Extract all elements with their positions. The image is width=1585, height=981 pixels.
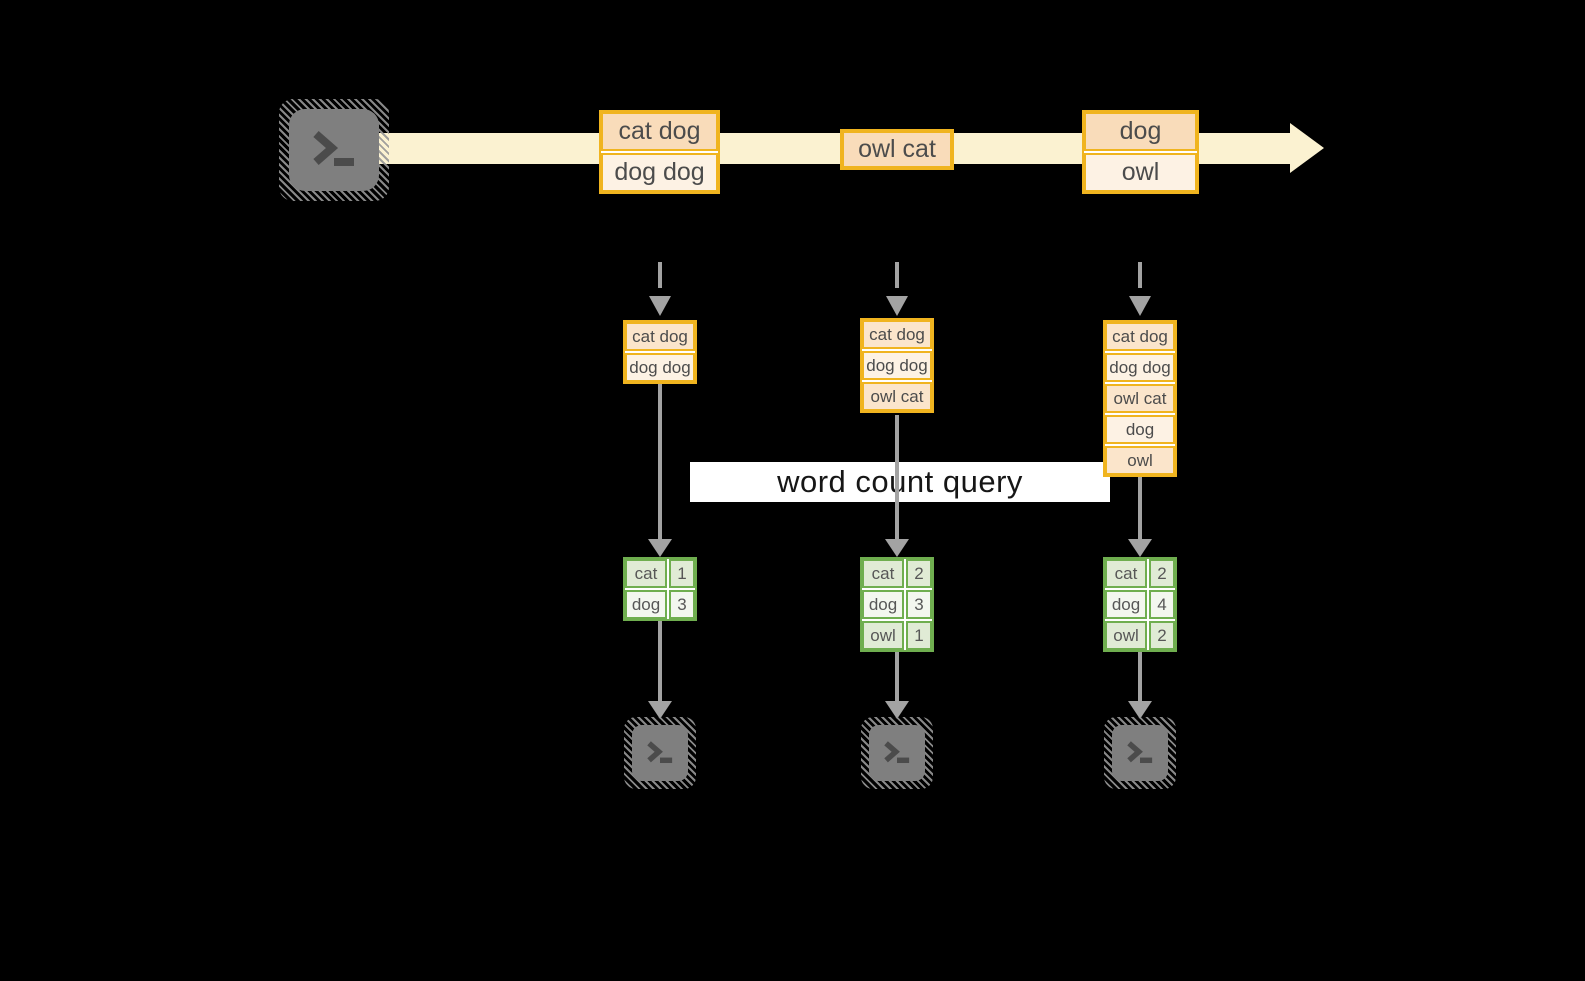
dashed-arrow-line <box>658 262 662 288</box>
count-cell: 1 <box>669 559 695 588</box>
table-row: dog 3 <box>862 590 932 619</box>
event-line: owl <box>1084 153 1197 192</box>
event-line: dog <box>1084 112 1197 151</box>
table-row: cat 2 <box>862 559 932 588</box>
count-cell: 2 <box>1149 621 1175 650</box>
arrow-head-icon <box>885 701 909 719</box>
terminal-prompt-icon <box>289 109 379 191</box>
terminal-prompt-glyph <box>647 741 673 764</box>
dashed-arrow-head-icon <box>1129 296 1151 316</box>
buffered-line: dog dog <box>862 351 932 380</box>
event-line: owl cat <box>842 131 952 168</box>
buffered-line: owl cat <box>862 382 932 411</box>
count-cell: 3 <box>906 590 932 619</box>
buffer-stack-2: cat dog dog dog owl cat <box>860 318 934 413</box>
buffered-line: owl <box>1105 446 1175 475</box>
count-cell: 1 <box>906 621 932 650</box>
stream-event-box-3: dog owl <box>1082 110 1199 194</box>
table-row: owl 1 <box>862 621 932 650</box>
buffered-line: dog dog <box>1105 353 1175 382</box>
count-cell: 4 <box>1149 590 1175 619</box>
query-banner-label: word count query <box>777 464 1023 499</box>
dashed-arrow-head-icon <box>886 296 908 316</box>
count-cell: 3 <box>669 590 695 619</box>
word-cell: cat <box>862 559 904 588</box>
buffered-line: owl cat <box>1105 384 1175 413</box>
word-cell: cat <box>625 559 667 588</box>
arrow-head-icon <box>648 701 672 719</box>
stream-timeline-arrowhead-icon <box>1290 123 1324 173</box>
sink-terminal-icon-1 <box>624 717 696 789</box>
stream-event-box-2: owl cat <box>840 129 954 170</box>
connector-line <box>658 384 662 539</box>
sink-terminal-icon-3 <box>1104 717 1176 789</box>
connector-line <box>1138 477 1142 539</box>
buffered-line: cat dog <box>862 320 932 349</box>
sink-terminal-icon-2 <box>861 717 933 789</box>
word-count-table-1: cat 1 dog 3 <box>623 557 697 621</box>
arrow-head-icon <box>885 539 909 557</box>
dashed-arrow-line <box>895 262 899 288</box>
dashed-arrow-line <box>1138 262 1142 288</box>
word-cell: dog <box>862 590 904 619</box>
connector-line <box>895 415 899 539</box>
word-count-table-2: cat 2 dog 3 owl 1 <box>860 557 934 652</box>
buffer-stack-1: cat dog dog dog <box>623 320 697 384</box>
stream-event-box-1: cat dog dog dog <box>599 110 720 194</box>
word-cell: dog <box>625 590 667 619</box>
terminal-prompt-icon <box>869 725 925 781</box>
table-row: dog 4 <box>1105 590 1175 619</box>
count-cell: 2 <box>1149 559 1175 588</box>
arrow-head-icon <box>648 539 672 557</box>
buffered-line: dog <box>1105 415 1175 444</box>
terminal-prompt-glyph <box>884 741 910 764</box>
arrow-head-icon <box>1128 539 1152 557</box>
event-line: cat dog <box>601 112 718 151</box>
table-row: cat 1 <box>625 559 695 588</box>
connector-line <box>658 621 662 701</box>
buffered-line: cat dog <box>1105 322 1175 351</box>
terminal-prompt-glyph <box>1127 741 1153 764</box>
table-row: owl 2 <box>1105 621 1175 650</box>
table-row: dog 3 <box>625 590 695 619</box>
terminal-prompt-icon <box>1112 725 1168 781</box>
terminal-prompt-glyph <box>313 130 354 166</box>
stream-source-terminal-icon <box>279 99 389 201</box>
connector-line <box>1138 652 1142 701</box>
word-count-table-3: cat 2 dog 4 owl 2 <box>1103 557 1177 652</box>
word-cell: owl <box>1105 621 1147 650</box>
table-row: cat 2 <box>1105 559 1175 588</box>
count-cell: 2 <box>906 559 932 588</box>
buffer-stack-3: cat dog dog dog owl cat dog owl <box>1103 320 1177 477</box>
word-cell: owl <box>862 621 904 650</box>
terminal-prompt-icon <box>632 725 688 781</box>
dashed-arrow-head-icon <box>649 296 671 316</box>
connector-line <box>895 652 899 701</box>
buffered-line: dog dog <box>625 353 695 382</box>
word-cell: cat <box>1105 559 1147 588</box>
buffered-line: cat dog <box>625 322 695 351</box>
word-cell: dog <box>1105 590 1147 619</box>
query-banner: word count query <box>690 462 1110 502</box>
arrow-head-icon <box>1128 701 1152 719</box>
event-line: dog dog <box>601 153 718 192</box>
